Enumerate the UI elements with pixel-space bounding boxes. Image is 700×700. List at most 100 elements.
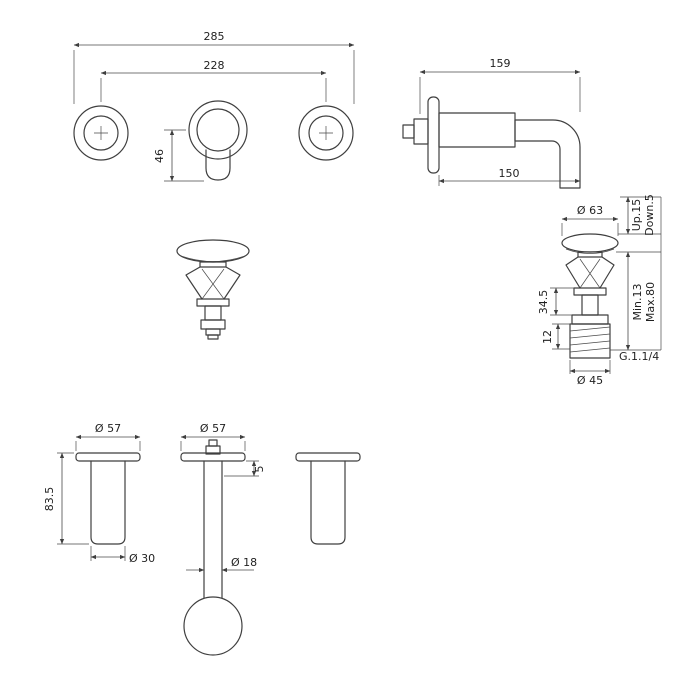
right-handle-hole (298, 105, 354, 161)
aerator-body (205, 445, 221, 455)
spout-flange-diameter-label: Ø 57 (200, 422, 226, 435)
spout-pipe (203, 460, 223, 599)
handle-height-label: 83.5 (43, 487, 56, 512)
handle-flange-diameter-label: Ø 57 (95, 422, 121, 435)
thread-hatch (569, 326, 611, 353)
down-travel-label: Down.5 (643, 194, 656, 236)
spout-hub (196, 108, 240, 152)
handle-grip (90, 460, 126, 545)
drain-neck (577, 251, 603, 258)
extension-lines (550, 287, 574, 316)
deck-max-label: Max.80 (644, 282, 657, 322)
drain-cap-underside (180, 255, 246, 262)
spout-outlet-circle (183, 596, 243, 656)
tail-diameter-label: Ø 45 (577, 374, 603, 387)
dim-aerator-offset: 5 (224, 460, 266, 477)
dim-deck-thickness: Min.13 Max.80 (610, 197, 662, 351)
spout-escutcheon (188, 100, 248, 160)
dim-pipe-diameter: Ø 18 (186, 556, 257, 573)
handle-escutcheon (73, 105, 129, 161)
dim-wall-reach: 150 (438, 167, 581, 186)
dim-tail-diameter: Ø 45 (569, 360, 611, 387)
drain-stem (581, 294, 599, 316)
handle-side-view-right (295, 452, 361, 545)
dim-total-depth: 159 (419, 57, 581, 114)
valve-body (413, 118, 429, 145)
drain-front-view (176, 239, 250, 340)
overall-width-label: 285 (204, 30, 225, 43)
center-spout-front (188, 100, 248, 181)
drain-cap (176, 239, 250, 263)
dim-body-height: 34.5 (537, 287, 574, 316)
handle-grip (310, 460, 346, 545)
dim-overall-width: 285 (73, 30, 355, 104)
dim-cap-diameter: Ø 63 (561, 204, 619, 236)
spout-side-view: 159 150 (402, 57, 581, 189)
drain-dim-view: Ø 63 Up.15 Down.5 Min.13 Max.80 34.5 (537, 194, 662, 387)
extension-lines (610, 197, 662, 351)
wall-reach-label: 150 (499, 167, 520, 180)
wall-plate (427, 96, 440, 174)
center-mark-icon (94, 126, 108, 140)
extension-lines (100, 78, 327, 102)
left-handle-hole (73, 105, 129, 161)
handle-flange (75, 452, 141, 462)
drain-nut (200, 319, 226, 330)
dim-grip-diameter: Ø 30 (90, 546, 155, 565)
drain-cap-underside (565, 248, 615, 254)
drain-seat (196, 298, 230, 307)
spout-drop-label: 46 (153, 149, 166, 163)
spout-wall-flange (180, 452, 246, 462)
lock-nut-label: 12 (541, 330, 554, 344)
drain-clip-cross (579, 258, 601, 289)
drain-stem (204, 305, 222, 321)
valve-nut (402, 124, 415, 139)
dim-up-down-travel: Up.15 Down.5 (618, 194, 661, 236)
handle-escutcheon (298, 105, 354, 161)
drain-neck (199, 261, 227, 268)
front-view: 285 228 46 (73, 30, 355, 182)
dim-handle-height: 83.5 (43, 452, 89, 545)
hole-spacing-label: 228 (204, 59, 225, 72)
drain-clip-wings (185, 266, 241, 300)
aerator-tip (208, 439, 218, 447)
extension-lines (419, 77, 581, 114)
drain-clip-cross (201, 268, 225, 300)
total-depth-label: 159 (490, 57, 511, 70)
deck-min-label: Min.13 (631, 283, 644, 320)
thread-size-label: G.1.1/4 (619, 350, 659, 363)
body-height-label: 34.5 (537, 290, 550, 315)
handle-hub (308, 115, 344, 151)
extension-lines (75, 441, 141, 451)
extension-lines (552, 323, 572, 350)
center-mark-icon (319, 126, 333, 140)
drain-lock-nut (571, 314, 609, 325)
dim-lock-nut: 12 (541, 323, 572, 350)
pipe-diameter-label: Ø 18 (231, 556, 257, 569)
extension-lines (569, 360, 611, 374)
dim-spout-drop: 46 (153, 129, 204, 182)
extension-lines (73, 50, 355, 104)
concealed-valve (402, 118, 429, 145)
dim-spout-flange-diameter: Ø 57 (180, 422, 246, 451)
spout-top-view: Ø 57 5 Ø 18 (180, 422, 266, 656)
spout-curved-pipe (514, 119, 581, 189)
dim-handle-flange-diameter: Ø 57 (75, 422, 141, 451)
extension-lines (90, 546, 126, 561)
drain-base (205, 328, 221, 336)
spout-body (438, 112, 516, 148)
drain-tip (207, 334, 219, 340)
drain-clip-wings (565, 256, 615, 289)
dim-hole-spacing: 228 (100, 59, 327, 102)
grip-diameter-label: Ø 30 (129, 552, 155, 565)
handle-side-view-left: Ø 57 83.5 Ø 30 (43, 422, 155, 565)
drain-seat (573, 287, 607, 296)
handle-hub (83, 115, 119, 151)
aerator-offset-label: 5 (253, 466, 266, 473)
spout-tube (205, 149, 231, 181)
up-travel-label: Up.15 (630, 199, 643, 232)
extension-lines (180, 441, 246, 451)
drain-cap (561, 233, 619, 253)
